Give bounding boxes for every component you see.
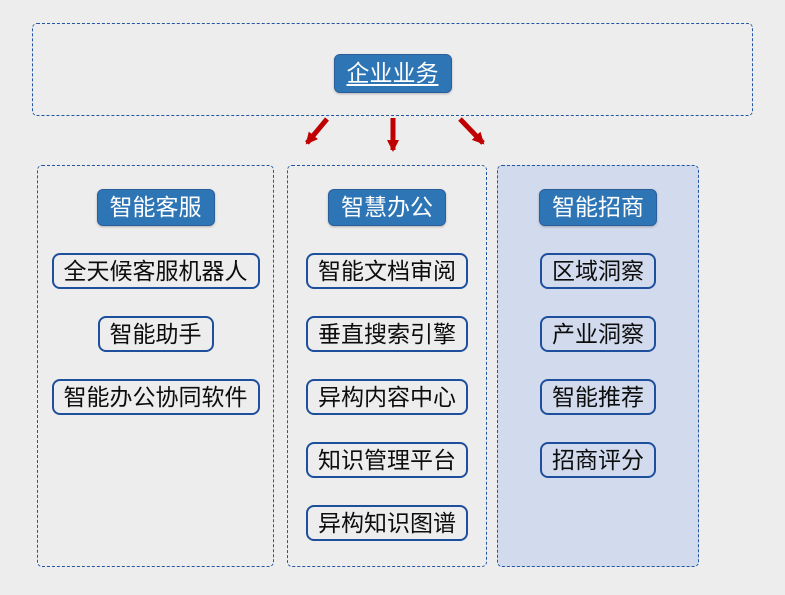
item-node[interactable]: 垂直搜索引擎 bbox=[306, 316, 468, 352]
item-node[interactable]: 智能办公协同软件 bbox=[51, 379, 260, 415]
item-node[interactable]: 智能助手 bbox=[97, 316, 214, 352]
root-group-box: 企业业务 bbox=[32, 23, 753, 116]
item-node[interactable]: 招商评分 bbox=[540, 442, 656, 478]
down-left-arrow-icon bbox=[305, 117, 329, 145]
down-right-arrow-icon bbox=[458, 117, 485, 145]
root-node[interactable]: 企业业务 bbox=[333, 54, 452, 93]
item-node[interactable]: 知识管理平台 bbox=[306, 442, 468, 478]
column-items: 全天候客服机器人智能助手智能办公协同软件 bbox=[51, 226, 260, 415]
item-node[interactable]: 异构内容中心 bbox=[306, 379, 468, 415]
group-box-customer-service: 智能客服 全天候客服机器人智能助手智能办公协同软件 bbox=[37, 165, 274, 567]
group-box-investment: 智能招商 区域洞察产业洞察智能推荐招商评分 bbox=[497, 165, 699, 567]
item-node[interactable]: 智能推荐 bbox=[540, 379, 656, 415]
group-box-smart-office: 智慧办公 智能文档审阅垂直搜索引擎异构内容中心知识管理平台异构知识图谱 bbox=[287, 165, 487, 567]
column-header-node[interactable]: 智慧办公 bbox=[328, 189, 446, 226]
column-items: 区域洞察产业洞察智能推荐招商评分 bbox=[540, 226, 656, 478]
item-node[interactable]: 智能文档审阅 bbox=[306, 253, 468, 289]
branch-arrows bbox=[305, 117, 485, 152]
column-header-node[interactable]: 智能客服 bbox=[96, 189, 215, 226]
item-node[interactable]: 异构知识图谱 bbox=[306, 505, 468, 541]
item-node[interactable]: 产业洞察 bbox=[540, 316, 656, 352]
column-header-node[interactable]: 智能招商 bbox=[539, 189, 657, 226]
column-items: 智能文档审阅垂直搜索引擎异构内容中心知识管理平台异构知识图谱 bbox=[306, 226, 468, 541]
item-node[interactable]: 全天候客服机器人 bbox=[51, 253, 260, 289]
item-node[interactable]: 区域洞察 bbox=[540, 253, 656, 289]
